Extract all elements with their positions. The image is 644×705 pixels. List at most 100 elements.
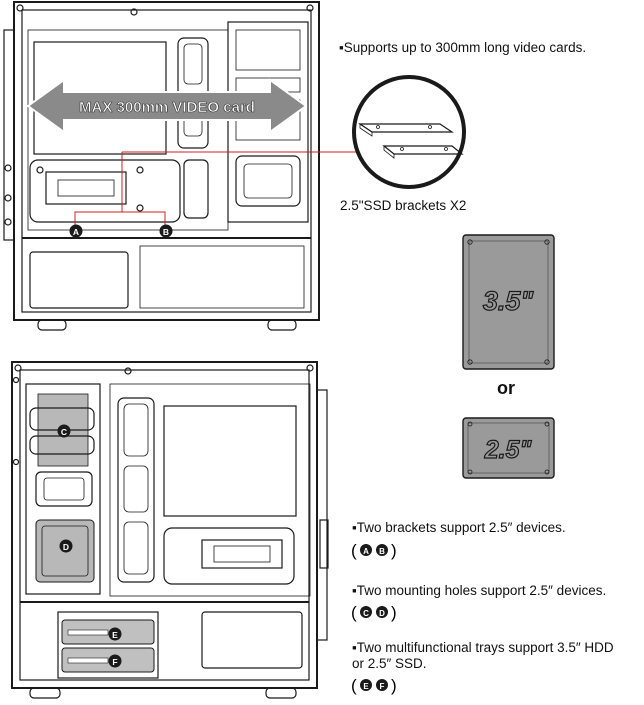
case-foot [29,687,61,699]
ssd-bracket-1-edge [359,123,373,137]
note-marker-e [360,679,372,691]
cable-hole [35,471,93,507]
hdd-screw [544,359,550,365]
brackets-note: ▪Two brackets support 2.5″ devices. [352,520,566,535]
ssd-body [462,417,555,479]
note-markers-ab: ( A B ) [351,541,397,560]
case-foot [265,687,297,699]
ssd-inner [467,422,550,474]
drive-cage [227,21,309,223]
hdd-body [462,234,555,370]
bottom-case [11,361,329,699]
marker-b-circle [159,224,173,238]
motherboard-area [109,383,311,597]
marker-f-circle [108,654,122,668]
bracket-hole [400,147,404,151]
cable-channel [117,397,155,583]
screw [14,364,22,372]
top-case [3,1,320,331]
ssd-illustration: 2.5" [462,417,555,479]
bracket-hole [444,147,448,151]
note-marker-f [376,679,388,691]
cable-hole-inner [43,477,85,501]
marker-d-label: D [63,542,69,552]
bracket-hole [376,125,380,129]
note-markers-ef: ( E F ) [351,676,397,695]
drive-bay [235,155,301,207]
marker-e: E [108,627,122,641]
holes-note: ▪Two mounting holes support 2.5″ devices… [352,583,607,598]
mount-d-inner [41,525,89,577]
note-marker-a-label: A [363,547,369,556]
marker-c: C [57,424,71,438]
screw [12,376,20,384]
note-marker-e-label: E [363,682,369,691]
arrow-label: MAX 300mm VIDEO card [79,99,255,116]
tray-f-handle [67,657,109,664]
screw [16,4,24,12]
screw [4,164,12,172]
video-support-note: ▪Supports up to 300mm long video cards. [339,40,587,55]
callout-a [74,152,123,226]
ssd-bracket-slot [45,171,127,205]
marker-b: B [159,224,173,238]
note-marker-d [376,606,388,618]
note-marker-a [360,544,372,556]
marker-e-label: E [112,630,118,640]
drive-bay [235,77,301,93]
bottom-case-inner [19,369,310,681]
case-foot [37,319,67,331]
marker-e-circle [108,627,122,641]
psu-area [139,245,305,309]
drive-bay-inner [243,163,293,199]
screw [36,166,44,174]
hdd-screw [544,239,550,245]
bottom-right-latch [319,519,329,569]
bracket-area [29,159,181,223]
screw [124,367,132,375]
marker-a-label: A [73,227,79,237]
or-label: or [497,378,515,398]
marker-f: F [108,654,122,668]
left-drive-cage [25,383,101,595]
tray-e-handle [67,629,109,636]
case-foot [267,319,297,331]
paren-open: ( [351,541,357,560]
ssd-screw [467,421,473,427]
ssd-brackets-caption: 2.5"SSD brackets X2 [340,198,467,213]
note-markers-cd: ( C D ) [351,603,397,622]
hdd-tray-cage [57,611,159,679]
ssd-brackets-illustration [352,75,466,189]
screw [4,218,12,226]
marker-a-circle [69,224,83,238]
paren-close: ) [391,676,397,695]
cable-hole [183,43,203,85]
note-marker-c-label: C [363,609,369,618]
cable-hole [123,521,149,575]
marker-c-circle [57,424,71,438]
marker-c-label: C [61,427,67,437]
screw [306,364,314,372]
bracket-hole [428,125,432,129]
hdd-inner [468,240,549,364]
marker-a: A [69,224,83,238]
hdd-screw [467,239,473,245]
ssd-screw [467,469,473,475]
ssd-label: 2.5" [484,436,533,464]
note-marker-b-label: B [379,547,385,556]
paren-open: ( [351,603,357,622]
psu-window [201,611,303,669]
note-marker-b [376,544,388,556]
screw [306,4,314,12]
bracket-slot-inner [213,545,271,563]
double-arrow [26,78,308,134]
note-marker-f-label: F [380,682,385,691]
ssd-bracket-2-edge [383,145,395,159]
ssd-bracket-inner [57,179,115,197]
paren-close: ) [391,541,397,560]
ssd-screw [544,469,550,475]
drive-bay [235,29,301,71]
trays-note-line1: ▪Two multifunctional trays support 3.5″ … [352,640,614,655]
callout-lines [74,151,360,226]
